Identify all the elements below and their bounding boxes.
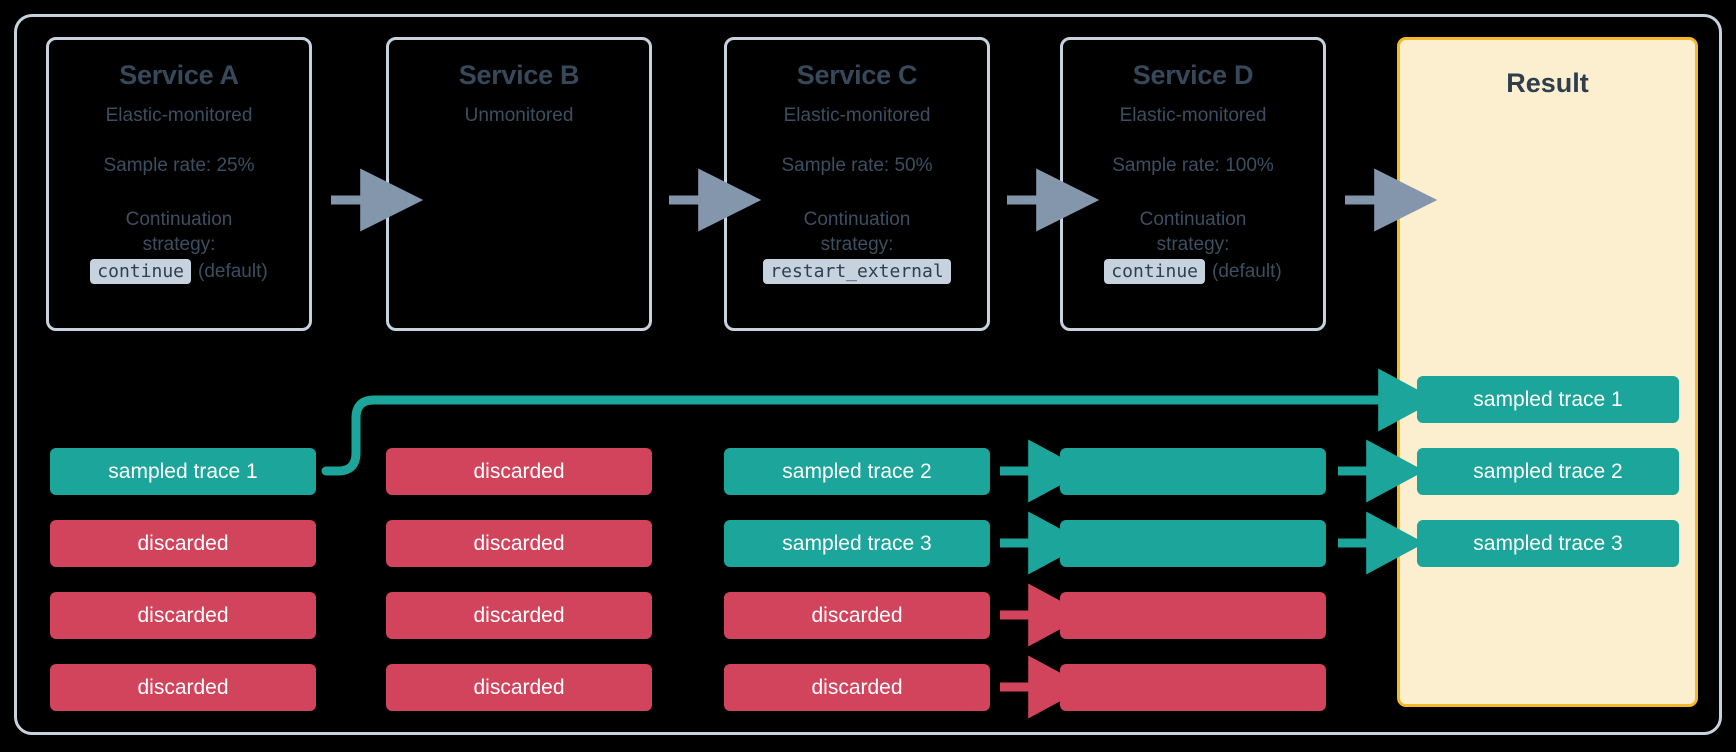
service-d-title: Service D	[1132, 60, 1254, 90]
result-bar-3: sampled trace 3	[1417, 520, 1679, 567]
service-c-strategy-label: Continuation strategy:	[803, 209, 911, 256]
trace-bar-b-2: discarded	[386, 520, 652, 567]
trace-bar-a-4-label: discarded	[137, 675, 229, 699]
service-d-sample-rate: Sample rate: 100%	[1112, 155, 1274, 176]
service-box-a: Service A Elastic-monitored Sample rate:…	[46, 37, 312, 331]
result-bar-2: sampled trace 2	[1417, 448, 1679, 495]
trace-bar-c-1-label: sampled trace 2	[782, 459, 932, 483]
service-c-strategy-row: restart_external	[763, 259, 951, 285]
service-d-strategy-note: (default)	[1212, 260, 1282, 282]
result-panel-title: Result	[1506, 68, 1589, 98]
trace-bar-b-2-label: discarded	[473, 531, 565, 555]
service-c-sample-rate: Sample rate: 50%	[781, 155, 933, 176]
result-bar-1-label: sampled trace 1	[1473, 387, 1623, 411]
trace-bar-a-1-label: sampled trace 1	[108, 459, 258, 483]
trace-bar-a-2-label: discarded	[137, 531, 229, 555]
service-c-title: Service C	[796, 60, 918, 90]
trace-bar-c-2: sampled trace 3	[724, 520, 990, 567]
service-a-sample-rate: Sample rate: 25%	[103, 155, 255, 176]
trace-bar-a-2: discarded	[50, 520, 316, 567]
service-box-d: Service D Elastic-monitored Sample rate:…	[1060, 37, 1326, 331]
service-a-title: Service A	[119, 60, 239, 90]
trace-bar-b-4: discarded	[386, 664, 652, 711]
trace-bar-c-4-label: discarded	[811, 675, 903, 699]
service-box-b: Service B Unmonitored	[386, 37, 652, 331]
trace-bar-a-1: sampled trace 1	[50, 448, 316, 495]
result-panel: Result	[1397, 37, 1698, 707]
service-d-monitoring: Elastic-monitored	[1119, 105, 1267, 126]
trace-bar-c-2-label: sampled trace 3	[782, 531, 932, 555]
service-a-monitoring: Elastic-monitored	[105, 105, 253, 126]
result-bar-3-label: sampled trace 3	[1473, 531, 1623, 555]
trace-bar-d-4	[1060, 664, 1326, 711]
trace-bar-d-1	[1060, 448, 1326, 495]
trace-bar-c-3-label: discarded	[811, 603, 903, 627]
trace-bar-b-4-label: discarded	[473, 675, 565, 699]
service-box-c: Service C Elastic-monitored Sample rate:…	[724, 37, 990, 331]
service-b-title: Service B	[458, 60, 580, 90]
service-c-monitoring: Elastic-monitored	[783, 105, 931, 126]
service-c-strategy-value: restart_external	[763, 259, 951, 285]
service-a-strategy-label: Continuation strategy:	[125, 209, 233, 256]
trace-bar-a-4: discarded	[50, 664, 316, 711]
trace-bar-a-3-label: discarded	[137, 603, 229, 627]
service-d-strategy-value: continue	[1104, 259, 1205, 285]
trace-bar-c-4: discarded	[724, 664, 990, 711]
trace-bar-d-2	[1060, 520, 1326, 567]
service-a-strategy-row: continue (default)	[90, 259, 268, 285]
trace-bar-c-1: sampled trace 2	[724, 448, 990, 495]
trace-bar-c-3: discarded	[724, 592, 990, 639]
trace-bar-a-3: discarded	[50, 592, 316, 639]
result-bar-1: sampled trace 1	[1417, 376, 1679, 423]
trace-bar-b-1: discarded	[386, 448, 652, 495]
trace-bar-b-1-label: discarded	[473, 459, 565, 483]
trace-bar-b-3: discarded	[386, 592, 652, 639]
service-a-strategy-note: (default)	[198, 260, 268, 282]
service-d-strategy-row: continue (default)	[1104, 259, 1282, 285]
service-b-monitoring: Unmonitored	[464, 105, 574, 126]
service-d-strategy-label: Continuation strategy:	[1139, 209, 1247, 256]
service-a-strategy-value: continue	[90, 259, 191, 285]
trace-bar-b-3-label: discarded	[473, 603, 565, 627]
outer-frame	[14, 14, 1722, 735]
result-bar-2-label: sampled trace 2	[1473, 459, 1623, 483]
trace-bar-d-3	[1060, 592, 1326, 639]
